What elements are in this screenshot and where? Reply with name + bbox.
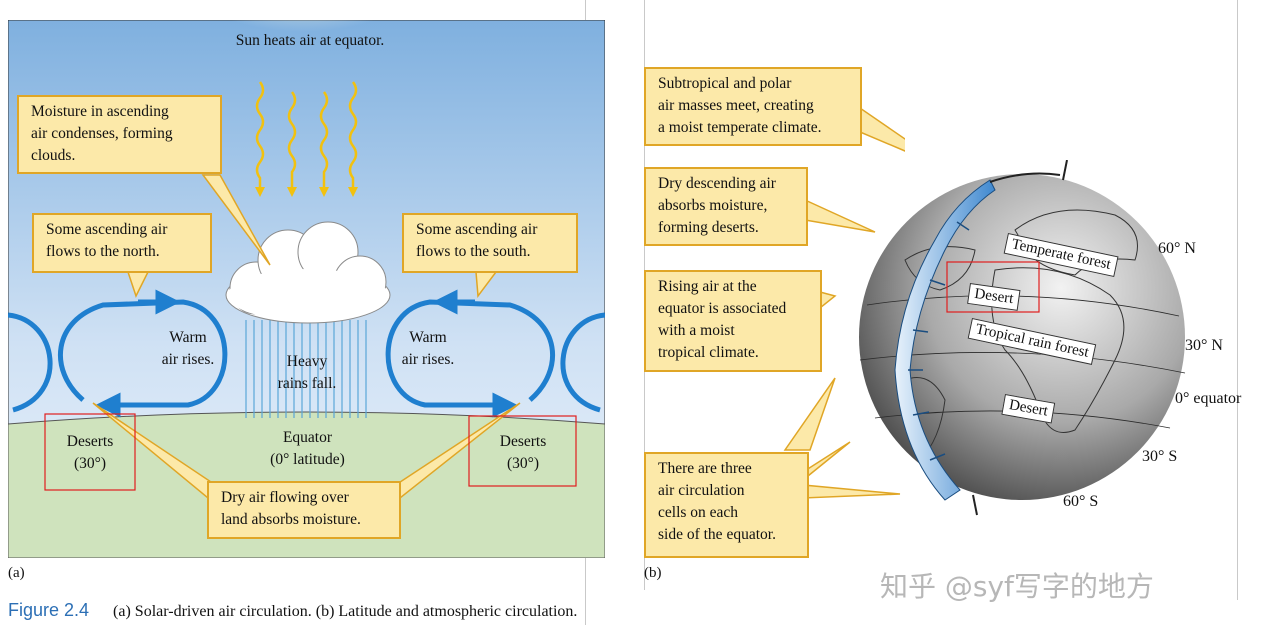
label-line: Heavy [286, 353, 328, 370]
warm-air-right-label: Warm air rises. [388, 327, 468, 371]
heavy-rain-label: Heavy rains fall. [262, 351, 352, 395]
cloud [225, 221, 391, 324]
callout-line: cells on each [658, 504, 739, 521]
callout-line: land absorbs moisture. [221, 511, 361, 528]
callout-line: a moist temperate climate. [658, 119, 822, 136]
callout-line: There are three [658, 460, 752, 477]
circulation-arrows [7, 289, 606, 418]
callout-pointers [92, 174, 521, 499]
deserts-left-label: Deserts (30°) [45, 431, 135, 475]
axis-tip-top [1062, 159, 1068, 181]
warm-air-left-label: Warm air rises. [148, 327, 228, 371]
panel-b-label: (b) [644, 565, 662, 581]
callout-line: forming deserts. [658, 219, 759, 236]
desert-highlight [946, 261, 1040, 313]
callout-south: Some ascending air flows to the south. [402, 213, 578, 273]
callout-line: Subtropical and polar [658, 75, 792, 92]
callout-line: tropical climate. [658, 344, 759, 361]
latitude-60n-label: 60° N [1158, 240, 1196, 257]
figure-number: Figure 2.4 [8, 600, 90, 620]
callout-line: side of the equator. [658, 526, 776, 543]
deserts-right-label: Deserts (30°) [478, 431, 568, 475]
label-line: air rises. [161, 351, 215, 368]
callout-line: Dry descending air [658, 175, 776, 192]
callout-three-cells: There are three air circulation cells on… [644, 452, 809, 558]
label-line: (30°) [506, 455, 540, 472]
panel-b-callout-pointers [783, 106, 905, 499]
equator-label: Equator (0° latitude) [245, 427, 370, 471]
callout-line: equator is associated [658, 300, 787, 317]
label-line: Deserts [499, 433, 547, 450]
callout-line: with a moist [658, 322, 735, 339]
callout-line: flows to the south. [416, 243, 531, 260]
callout-line: Dry air flowing over [221, 489, 349, 506]
band-top-arrow [989, 172, 1061, 183]
callout-rising-air: Rising air at the equator is associated … [644, 270, 822, 372]
deserts-right-highlight [468, 415, 577, 487]
callout-line: air circulation [658, 482, 745, 499]
callout-line: air masses meet, creating [658, 97, 814, 114]
callout-moisture: Moisture in ascending air condenses, for… [17, 95, 222, 174]
callout-north: Some ascending air flows to the north. [32, 213, 212, 273]
callout-line: Some ascending air [46, 221, 168, 238]
callout-dry-descending: Dry descending air absorbs moisture, for… [644, 167, 808, 246]
callout-line: air condenses, forming [31, 125, 173, 142]
axis-tip-bottom [972, 494, 978, 516]
callout-line: Moisture in ascending [31, 103, 169, 120]
watermark: 知乎 @syf写字的地方 [880, 570, 1154, 603]
panel-a-label: (a) [8, 565, 25, 581]
caption-text: (a) Solar-driven air circulation. (b) La… [113, 603, 578, 620]
callout-line: Some ascending air [416, 221, 538, 238]
label-line: (30°) [73, 455, 107, 472]
label-line: rains fall. [277, 375, 337, 392]
circulation-cell-band [894, 179, 996, 501]
label-line: Deserts [66, 433, 114, 450]
label-line: (0° latitude) [270, 451, 345, 468]
figure-caption: Figure 2.4 (a) Solar-driven air circulat… [8, 600, 577, 621]
callout-subtropical: Subtropical and polar air masses meet, c… [644, 67, 862, 146]
callout-line: clouds. [31, 147, 76, 164]
callout-line: Rising air at the [658, 278, 757, 295]
label-line: Equator [282, 429, 333, 446]
callout-dry-air: Dry air flowing over land absorbs moistu… [207, 481, 401, 539]
latitude-equator-label: 0° equator [1175, 390, 1242, 407]
sun-label: Sun heats air at equator. [235, 32, 385, 49]
latitude-30n-label: 30° N [1185, 337, 1223, 354]
sun-glow [193, 0, 413, 80]
circulation-cell-dividers [908, 221, 970, 461]
rain-lines [245, 320, 367, 418]
label-line: air rises. [401, 351, 455, 368]
callout-line: absorbs moisture, [658, 197, 768, 214]
label-line: Warm [409, 329, 447, 346]
latitude-60s-label: 60° S [1063, 493, 1099, 510]
heat-rays [255, 81, 358, 197]
callout-line: flows to the north. [46, 243, 160, 260]
latitude-30s-label: 30° S [1142, 448, 1178, 465]
deserts-left-highlight [44, 413, 136, 491]
page-divider-far-right [1237, 0, 1238, 600]
label-line: Warm [169, 329, 207, 346]
